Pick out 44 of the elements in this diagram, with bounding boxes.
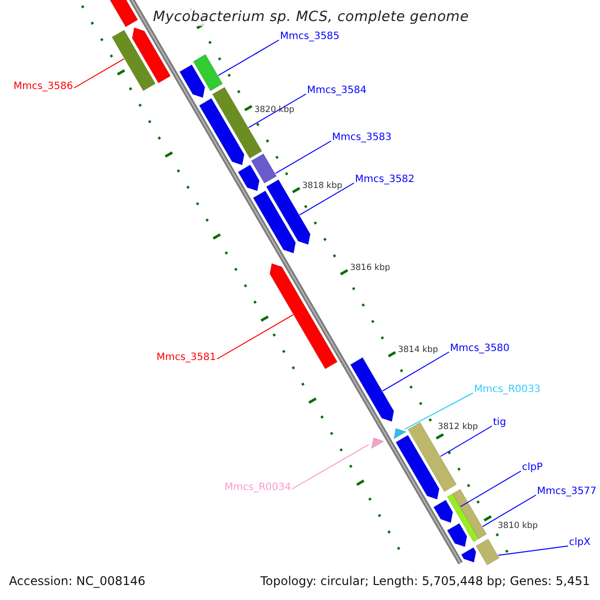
leader-line [248, 94, 306, 128]
gene-feature [393, 428, 407, 440]
gene-feature [452, 488, 487, 540]
gene-label: Mmcs_3577 [537, 486, 597, 498]
gene-label: clpP [522, 462, 543, 474]
leader-line [218, 40, 280, 76]
gene-feature [250, 153, 277, 184]
info-text: Topology: circular; Length: 5,705,448 bp; Genes: 5,451 [260, 574, 590, 588]
gene-feature [350, 357, 394, 422]
scale-label: 3818 kbp [302, 181, 342, 192]
gene-label: Mmcs_R0033 [474, 384, 540, 396]
leader-line [460, 470, 522, 508]
scale-label: 3814 kbp [398, 345, 438, 356]
leader-line [404, 392, 474, 430]
gene-label: Mmcs_3584 [307, 85, 367, 97]
scale-label: 3820 kbp [254, 105, 294, 116]
gene-label: Mmcs_3581 [156, 352, 216, 364]
gene-label: clpX [569, 537, 590, 549]
gene-feature [371, 438, 384, 449]
leader-line [382, 352, 450, 392]
scale-label: 3816 kbp [350, 263, 390, 274]
gene-feature [112, 30, 156, 92]
gene-label: Mmcs_R0034 [224, 482, 291, 494]
gene-feature [408, 422, 457, 492]
gene-feature [269, 263, 338, 370]
gene-feature [476, 538, 500, 566]
leader-line [299, 182, 354, 216]
scale-label: 3810 kbp [498, 520, 538, 531]
leader-line [498, 546, 568, 556]
gene-label: tig [493, 417, 506, 429]
gene-label: Mmcs_3580 [450, 343, 510, 355]
scale-label: 3812 kbp [438, 422, 478, 432]
gene-feature [446, 493, 480, 542]
info-text: Accession: NC_008146 [9, 574, 146, 588]
gene-label: Mmcs_3586 [13, 81, 73, 93]
leader-line [482, 494, 536, 528]
leader-line [440, 426, 492, 457]
gene-label: Mmcs_3585 [280, 31, 340, 43]
leader-line [274, 140, 332, 174]
leader-line [216, 314, 294, 360]
gene-label: Mmcs_3583 [332, 132, 392, 144]
leader-line [292, 444, 370, 490]
gene-feature [192, 54, 223, 92]
gene-label: Mmcs_3582 [355, 174, 415, 186]
